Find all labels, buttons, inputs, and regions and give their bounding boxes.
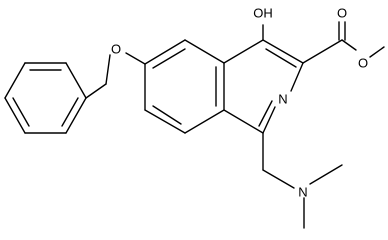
- amine-nitrogen-label: N: [298, 185, 307, 200]
- bond: [290, 62, 304, 92]
- bond: [184, 109, 225, 134]
- bond: [184, 39, 225, 64]
- chemical-structure: OH O O N O N: [4, 6, 385, 229]
- bond: [125, 52, 146, 65]
- bond: [262, 39, 304, 64]
- bond: [144, 109, 186, 134]
- ring-nitrogen-label: N: [278, 92, 287, 107]
- bonds-to-phenoxy: [105, 54, 111, 85]
- bond: [61, 97, 79, 127]
- bond: [152, 105, 182, 125]
- bond: [258, 100, 273, 127]
- bond: [223, 109, 264, 134]
- bond: [65, 62, 87, 99]
- atom-labels: OH O O N O N: [111, 6, 368, 200]
- bond: [65, 97, 87, 134]
- bond: [144, 39, 186, 65]
- bond: [223, 39, 264, 64]
- phenoxy-oxygen-label: O: [111, 42, 121, 57]
- bond: [4, 97, 26, 134]
- bond: [369, 46, 385, 58]
- bond: [4, 62, 26, 99]
- bond: [152, 48, 186, 69]
- bond: [105, 54, 111, 85]
- bond: [265, 48, 297, 68]
- bond: [12, 97, 30, 127]
- bonds: [4, 21, 385, 229]
- bond: [309, 164, 343, 185]
- bond: [341, 39, 357, 51]
- bond: [262, 169, 295, 189]
- ester-carbonyl-oxygen-label: O: [337, 6, 347, 21]
- bond: [302, 39, 343, 64]
- ester-ether-oxygen-label: O: [358, 56, 368, 71]
- hydroxyl-label: OH: [253, 6, 273, 21]
- bond: [262, 106, 276, 134]
- bond: [85, 83, 107, 99]
